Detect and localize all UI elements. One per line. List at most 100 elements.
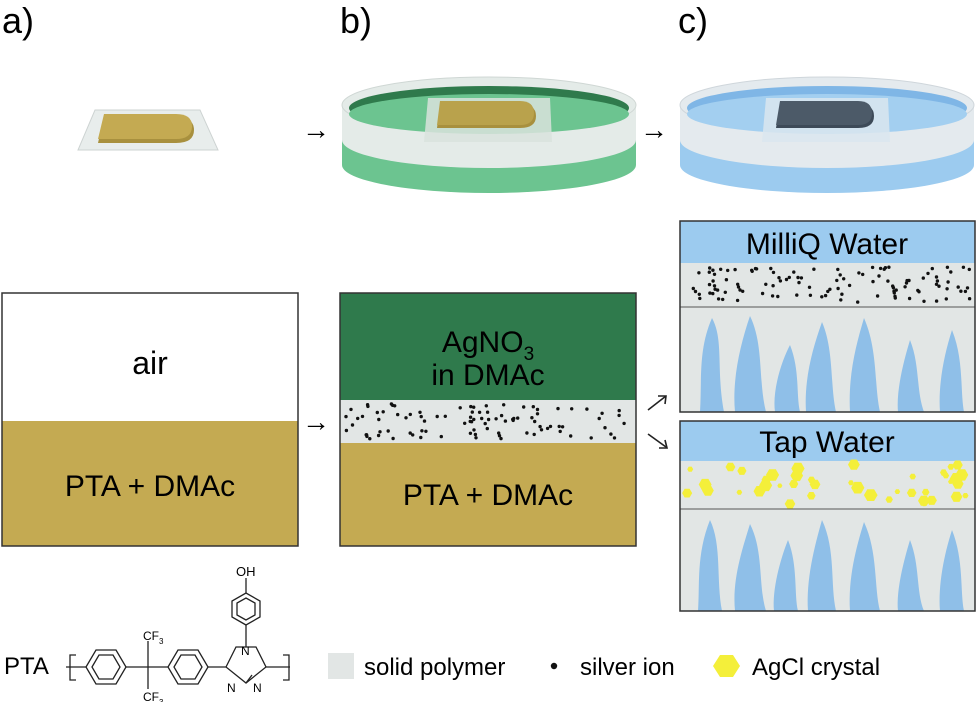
agcl-crystal	[761, 475, 771, 484]
petri-dish-water	[679, 76, 975, 193]
silver-ion-dot	[965, 286, 970, 290]
silver-ion-dot	[422, 419, 427, 423]
film-on-substrate	[77, 109, 219, 151]
agcl-crystal	[777, 483, 783, 488]
silver-ion-dot	[724, 278, 729, 282]
silver-ion-dot	[691, 286, 695, 291]
silver-ion-dot	[771, 270, 776, 275]
silver-ion-dot	[485, 410, 490, 414]
cross-section-milliq: MilliQ Water	[679, 220, 976, 413]
milliq-label: MilliQ Water	[746, 228, 908, 261]
silver-ion-dot	[877, 274, 881, 278]
silver-ion-dot	[741, 289, 745, 293]
agcl-crystal	[949, 473, 964, 485]
silver-ion-dot	[871, 279, 875, 284]
silver-ion-dot	[776, 294, 780, 299]
silver-ion-dot	[480, 416, 484, 421]
silver-ion-dot	[716, 297, 721, 301]
agno3-label: AgNO3	[442, 326, 534, 365]
silver-ion-dot	[934, 282, 939, 286]
silver-ion-dot	[419, 435, 423, 440]
silver-ions-b	[344, 402, 626, 441]
silver-ion-dot	[784, 277, 789, 282]
air-label: air	[132, 345, 168, 381]
agcl-crystal	[962, 493, 969, 499]
silver-ion-dot	[472, 428, 476, 432]
silver-ion-dot	[892, 291, 896, 295]
silver-ion-dot	[535, 412, 540, 416]
silver-ion-dot	[839, 298, 843, 302]
petri-dish-agno3	[341, 76, 637, 193]
silver-ion-dot	[945, 287, 949, 291]
silver-ion-dot	[469, 404, 473, 409]
silver-ion-dot	[522, 405, 526, 409]
n-label-2: N	[227, 681, 236, 695]
silver-ion-dot	[391, 436, 395, 441]
silver-ion-dot	[473, 432, 478, 437]
silver-ion-dot	[770, 294, 775, 298]
silver-ion-dot	[375, 410, 379, 415]
silver-ion-dot	[535, 407, 540, 412]
silver-ion-dot	[356, 416, 360, 421]
silver-ion-dot	[622, 421, 626, 426]
silver-ion-dot	[856, 300, 860, 304]
agcl-crystal	[725, 462, 736, 472]
legend-agcl-crystal-swatch	[713, 655, 740, 677]
silver-ion-dot	[835, 278, 839, 283]
silver-ion-dot	[857, 271, 861, 275]
silver-ion-dot	[617, 408, 621, 413]
legend-silver-ion-dot	[550, 662, 558, 670]
silver-ion-dot	[946, 280, 950, 284]
silver-ion-dot	[807, 285, 812, 289]
silver-ion-dot	[715, 288, 720, 292]
silver-ion-dot	[949, 270, 953, 274]
silver-ion-dot	[525, 431, 529, 435]
silver-ion-dot	[558, 429, 562, 434]
legend-solid-polymer-label: solid polymer	[364, 654, 505, 681]
silver-ion-dot	[930, 266, 934, 271]
silver-ion-dot	[963, 289, 968, 294]
silver-ion-dot	[795, 293, 799, 297]
silver-ion-dot	[609, 432, 613, 436]
agcl-crystal	[940, 469, 948, 476]
silver-ion-dot	[516, 416, 520, 420]
silver-ion-dot	[903, 285, 907, 289]
agcl-crystal	[702, 485, 714, 496]
silver-ion-dot	[937, 284, 941, 288]
silver-ion-dot	[799, 276, 804, 280]
silver-ion-dot	[419, 414, 423, 419]
silver-ion-dot	[736, 285, 741, 289]
agcl-crystal	[909, 473, 916, 480]
silver-ion-dot	[838, 273, 842, 277]
n-label-3: N	[253, 681, 262, 695]
silver-ion-dot	[474, 436, 478, 440]
cross-section-tap: Tap Water	[679, 420, 976, 612]
silver-ion-dot	[764, 282, 768, 286]
arrow-to-milliq	[647, 395, 667, 411]
arrow-b-to-c: →	[640, 114, 668, 145]
silver-ion-dot	[956, 285, 960, 289]
silver-ion-dot	[907, 278, 911, 283]
silver-ion-dot	[468, 419, 472, 424]
silver-ion-dot	[842, 277, 846, 281]
agcl-crystal	[952, 460, 963, 470]
silver-ion-dot	[707, 270, 711, 274]
silver-ion-dot	[545, 426, 550, 431]
silver-ion-dot	[944, 297, 948, 301]
oh-label: OH	[236, 564, 256, 579]
silver-ion-dot	[736, 282, 740, 286]
silver-ion-dot	[712, 272, 717, 276]
silver-ion-dot	[922, 299, 926, 303]
silver-ion-dot	[945, 265, 950, 269]
silver-ion-dot	[470, 410, 474, 414]
silver-ion-dot	[808, 293, 813, 297]
silver-ion-dot	[570, 407, 574, 411]
silver-ion-dot	[796, 275, 800, 280]
silver-ion-dot	[364, 433, 368, 437]
legend-silver-ion-label: silver ion	[580, 654, 675, 681]
silver-ion-dot	[548, 424, 553, 429]
silver-ion-dot	[708, 291, 712, 295]
silver-ion-dot	[967, 267, 971, 272]
silver-ion-dot	[907, 296, 912, 301]
agcl-crystal	[863, 489, 878, 501]
